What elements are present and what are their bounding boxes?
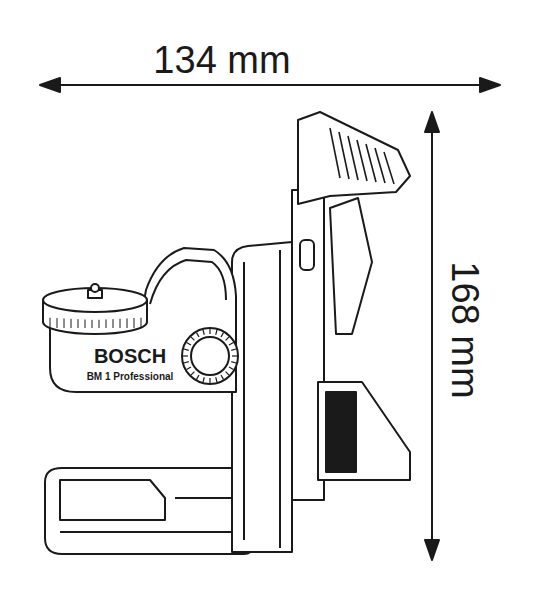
dimension-label: 168 mm	[446, 261, 484, 398]
lower-jaw-shadow	[326, 392, 356, 472]
knurl	[191, 337, 195, 341]
grip-rib	[348, 136, 358, 180]
foot-edge	[60, 498, 240, 532]
knurl	[85, 320, 86, 329]
knurl	[187, 343, 191, 346]
knurl	[184, 349, 189, 350]
knurl	[191, 372, 195, 376]
clamp-slot	[300, 240, 314, 270]
grip-rib	[375, 148, 385, 183]
arm-edge	[150, 260, 226, 304]
knurl	[203, 377, 204, 382]
knurl	[127, 318, 128, 328]
knurl	[203, 330, 204, 335]
brand-name: BOSCH	[94, 346, 166, 366]
knurl	[92, 320, 93, 328]
knurl	[221, 375, 224, 379]
grip-rib	[330, 128, 340, 178]
locking-knob	[182, 328, 238, 384]
arrowhead	[40, 78, 60, 92]
mount-screw	[91, 284, 99, 292]
foot-recess	[60, 480, 165, 520]
knurl	[197, 375, 200, 379]
knurl	[99, 320, 100, 328]
knurl	[229, 367, 233, 370]
knurl	[71, 319, 72, 328]
knurl	[50, 318, 51, 328]
knurl	[183, 355, 188, 356]
knurl	[216, 330, 217, 335]
grip-rib	[357, 140, 367, 181]
knurl	[229, 343, 233, 346]
knurl	[197, 333, 200, 337]
clamp-lever	[330, 198, 372, 334]
model-name: BM 1 Professional	[87, 372, 174, 382]
upper-jaw	[298, 112, 410, 204]
knurl	[141, 318, 142, 328]
locking-knob	[191, 337, 229, 375]
arrowhead	[425, 112, 439, 132]
knurl	[187, 367, 191, 370]
arrowhead	[480, 78, 500, 92]
arrowhead	[425, 540, 439, 560]
base-foot	[45, 468, 252, 554]
knurl	[231, 362, 236, 363]
knurl	[216, 377, 217, 382]
grip-rib	[339, 132, 349, 179]
grip-rib	[384, 152, 394, 184]
dimension-label: 134 mm	[153, 41, 290, 79]
knurl	[221, 333, 224, 337]
knurl	[64, 318, 65, 328]
knurl	[184, 362, 189, 363]
knurl	[120, 319, 121, 328]
knurl	[113, 319, 114, 328]
column-edge	[244, 250, 280, 548]
knurl	[209, 378, 210, 383]
knurl	[78, 319, 79, 328]
lower-jaw	[318, 382, 410, 480]
dimension-line	[50, 84, 490, 86]
grip-rib	[366, 144, 376, 182]
knurl	[231, 349, 236, 350]
knurl	[134, 318, 135, 328]
knurl	[232, 355, 237, 356]
knurl	[226, 337, 230, 341]
column	[232, 242, 292, 552]
knurl	[209, 329, 210, 334]
knurl	[226, 372, 230, 376]
knurl	[106, 319, 107, 328]
knurl	[57, 318, 58, 328]
dimension-line	[431, 122, 433, 550]
